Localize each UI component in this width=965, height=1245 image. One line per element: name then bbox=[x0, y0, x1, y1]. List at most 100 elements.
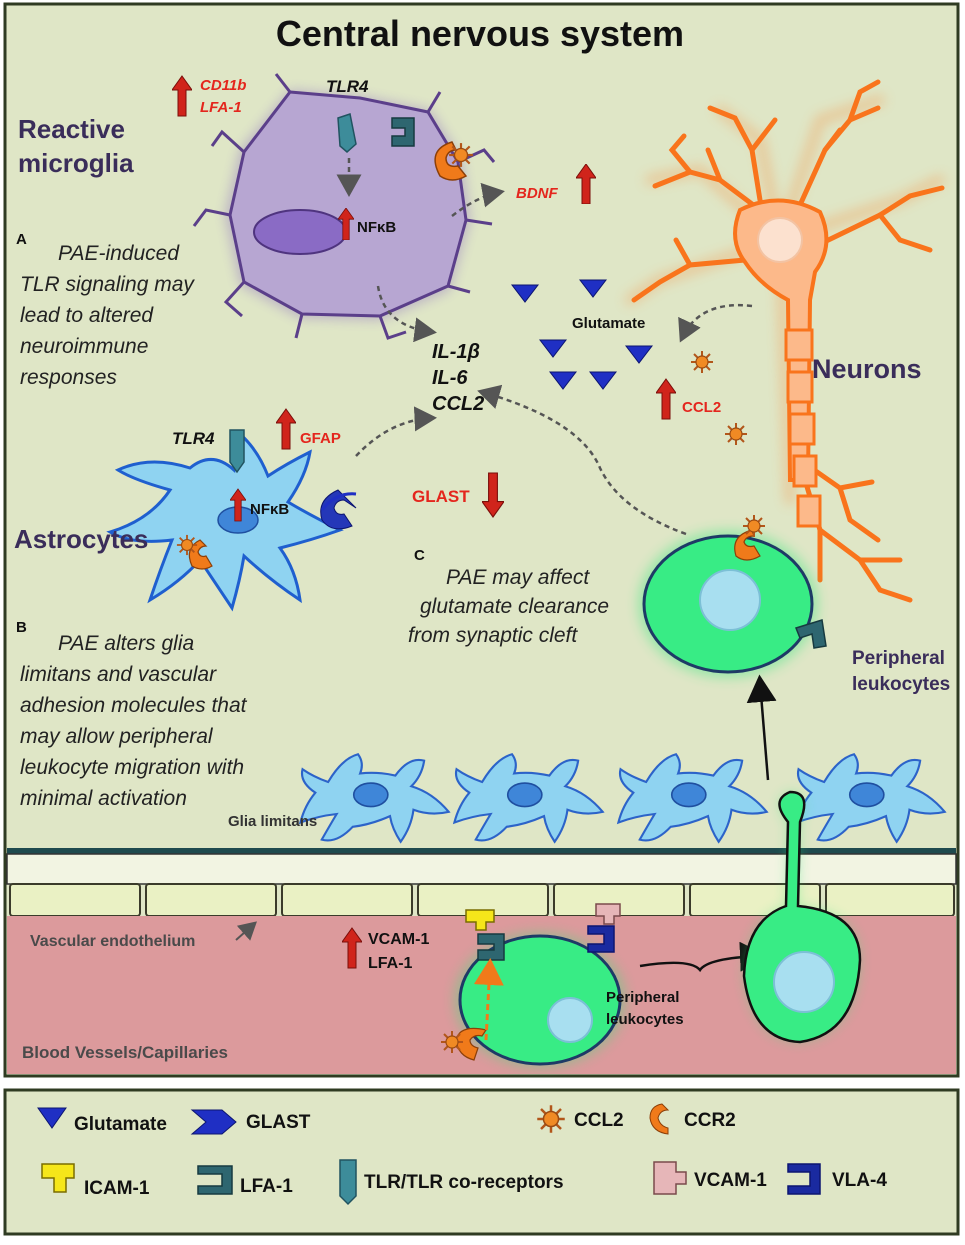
lfa1-receptor-icon bbox=[391, 117, 415, 147]
lfa1-receptor-icon bbox=[477, 933, 505, 961]
legend-vcam1: VCAM-1 bbox=[694, 1170, 767, 1191]
neuron-cell bbox=[625, 79, 945, 603]
legend-tlr-icon bbox=[339, 1159, 357, 1206]
diagram-title: Central nervous system bbox=[276, 13, 684, 54]
legend-ccl2: CCL2 bbox=[574, 1110, 624, 1131]
ccr2-receptor-icon bbox=[434, 141, 468, 181]
peripheral-leukocytes-bottom-1: Peripheral bbox=[606, 989, 679, 1006]
lfa1-receptor-icon bbox=[795, 619, 827, 649]
legend-lfa1: LFA-1 bbox=[240, 1176, 293, 1197]
legend-lfa1-icon bbox=[197, 1165, 233, 1195]
peripheral-leukocytes-top-1: Peripheral bbox=[852, 648, 945, 669]
basement-membrane bbox=[7, 848, 956, 854]
ccl2-icon bbox=[448, 142, 474, 168]
glutamate-icon bbox=[624, 345, 654, 364]
bdnf-label: BDNF bbox=[516, 185, 558, 202]
glutamate-cluster bbox=[510, 279, 654, 390]
membrane-layer bbox=[6, 853, 957, 885]
lfa1-label: LFA-1 bbox=[200, 99, 242, 116]
ccl2-icon bbox=[440, 1030, 464, 1054]
note-a-text: PAE-induced TLR signaling may lead to al… bbox=[20, 242, 195, 389]
svg-text:PAE-induced: PAE-induced bbox=[58, 242, 180, 265]
glast-label: GLAST bbox=[412, 487, 470, 506]
svg-text:TLR signaling may: TLR signaling may bbox=[20, 273, 195, 296]
lfa1-marker: LFA-1 bbox=[368, 955, 413, 972]
legend-tlr: TLR/TLR co-receptors bbox=[364, 1172, 564, 1193]
peripheral-leukocyte-cns bbox=[638, 514, 827, 678]
blood-vessels-label: Blood Vessels/Capillaries bbox=[22, 1043, 228, 1062]
glutamate-icon bbox=[548, 371, 578, 390]
legend-vla4-icon bbox=[787, 1163, 821, 1195]
note-c-letter: C bbox=[414, 547, 425, 564]
svg-text:lead to altered: lead to altered bbox=[20, 304, 154, 327]
ccr2-receptor-icon bbox=[188, 539, 213, 570]
vascular-endothelium-label: Vascular endothelium bbox=[30, 933, 195, 950]
transmigrating-leukocyte bbox=[742, 790, 862, 1044]
svg-text:neuroimmune: neuroimmune bbox=[20, 335, 148, 358]
legend-glast-icon bbox=[190, 1109, 237, 1135]
cd11b-label: CD11b bbox=[200, 77, 246, 94]
svg-text:leukocyte migration with: leukocyte migration with bbox=[20, 756, 244, 779]
legend-glutamate: Glutamate bbox=[74, 1114, 167, 1135]
tlr4-receptor-icon bbox=[337, 113, 357, 153]
legend-vla4: VLA-4 bbox=[832, 1170, 887, 1191]
ccl2-icon bbox=[690, 350, 714, 374]
svg-text:may allow peripheral: may allow peripheral bbox=[20, 725, 214, 748]
vascular-endothelium-cells bbox=[9, 883, 955, 917]
reactive-microglia-label-2: microglia bbox=[18, 148, 134, 178]
astrocyte-nfkb: NFκB bbox=[250, 501, 289, 518]
reactive-microglia-cell: NFκB bbox=[192, 73, 496, 340]
cytokine-il1b: IL-1β bbox=[432, 341, 480, 363]
astrocytes-label: Astrocytes bbox=[14, 524, 148, 554]
peripheral-leukocytes-bottom-2: leukocytes bbox=[606, 1011, 684, 1028]
legend-ccl2-icon bbox=[536, 1104, 566, 1134]
svg-text:glutamate clearance: glutamate clearance bbox=[420, 595, 609, 618]
cytokine-ccl2: CCL2 bbox=[432, 393, 484, 415]
glutamate-icon bbox=[510, 284, 540, 303]
glutamate-icon bbox=[578, 279, 608, 298]
cytokine-il6: IL-6 bbox=[432, 367, 468, 389]
legend-box bbox=[3, 1088, 960, 1236]
glast-transporter-icon bbox=[320, 489, 357, 530]
note-b-text: PAE alters glia limitans and vascular ad… bbox=[20, 632, 248, 810]
legend-ccr2: CCR2 bbox=[684, 1110, 736, 1131]
legend-icam1-icon bbox=[41, 1163, 75, 1193]
ccl2-icon bbox=[742, 514, 766, 538]
cytokine-list: IL-1β IL-6 CCL2 bbox=[432, 341, 484, 415]
vcam1-marker: VCAM-1 bbox=[368, 931, 429, 948]
ccl2-icon bbox=[724, 422, 748, 446]
svg-text:PAE alters glia: PAE alters glia bbox=[58, 632, 194, 655]
astrocyte-cell bbox=[106, 429, 357, 612]
svg-text:from synaptic cleft: from synaptic cleft bbox=[408, 624, 578, 647]
svg-text:limitans and vascular: limitans and vascular bbox=[20, 663, 217, 686]
legend-glutamate-icon bbox=[37, 1107, 67, 1129]
glia-limitans-label: Glia limitans bbox=[228, 813, 317, 830]
legend-ccr2-icon bbox=[649, 1103, 670, 1135]
microglia-tlr4-label: TLR4 bbox=[326, 77, 369, 96]
note-b-letter: B bbox=[16, 619, 27, 636]
icam1-icon bbox=[465, 909, 495, 931]
legend: Glutamate GLAST CCL2 CCR2 ICAM-1 LFA-1 T… bbox=[37, 1103, 887, 1206]
ccl2-icon bbox=[176, 534, 198, 556]
ccr2-receptor-icon bbox=[734, 529, 761, 561]
glutamate-icon bbox=[538, 339, 568, 358]
neurons-label: Neurons bbox=[812, 354, 922, 384]
vla4-icon bbox=[587, 925, 615, 953]
astrocyte-tlr4-label: TLR4 bbox=[172, 429, 215, 448]
vcam1-icon bbox=[595, 903, 621, 925]
peripheral-leukocyte-vessel bbox=[440, 903, 626, 1068]
legend-icam1: ICAM-1 bbox=[84, 1178, 150, 1199]
svg-text:responses: responses bbox=[20, 366, 117, 389]
note-a-letter: A bbox=[16, 231, 27, 248]
note-c-text: PAE may affect glutamate clearance from … bbox=[408, 566, 609, 647]
glutamate-icon bbox=[588, 371, 618, 390]
reactive-microglia-label-1: Reactive bbox=[18, 114, 125, 144]
legend-glast: GLAST bbox=[246, 1112, 311, 1133]
legend-vcam1-icon bbox=[653, 1161, 687, 1195]
svg-text:adhesion molecules that: adhesion molecules that bbox=[20, 694, 248, 717]
glutamate-label: Glutamate bbox=[572, 315, 645, 332]
gfap-label: GFAP bbox=[300, 430, 341, 447]
tlr4-receptor-icon bbox=[229, 429, 245, 474]
